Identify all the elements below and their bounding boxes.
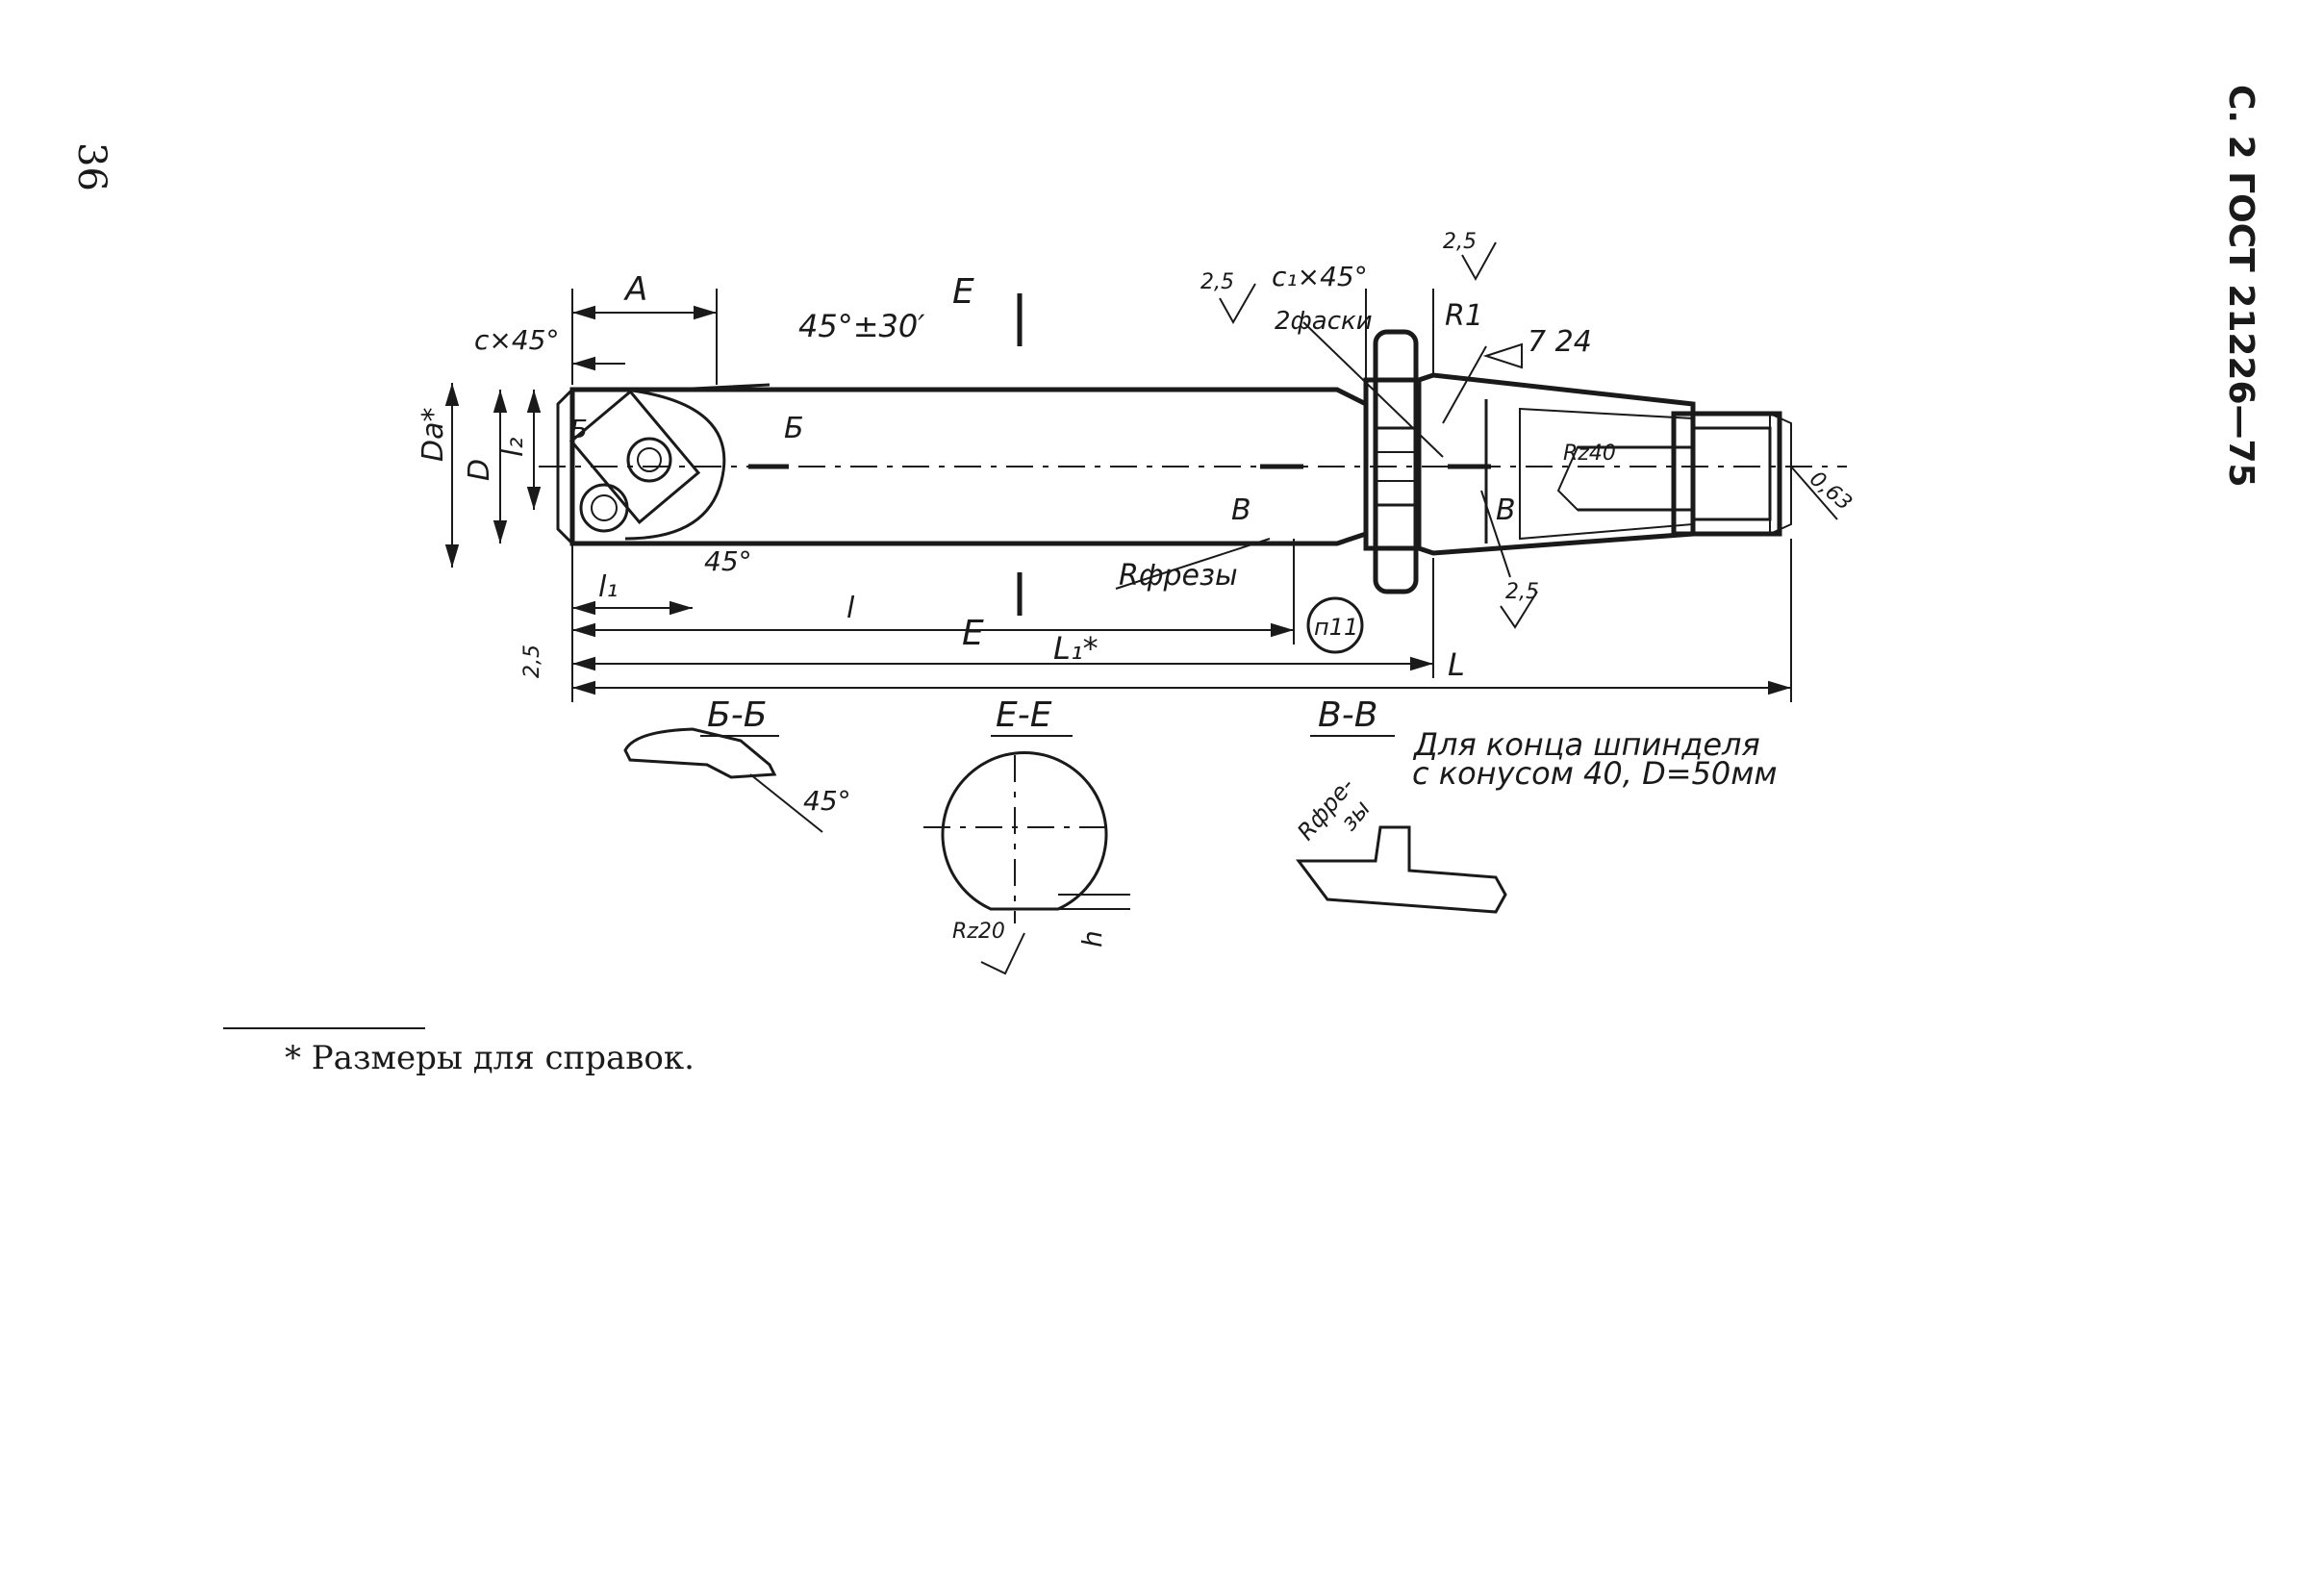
dim-angle-main: 45°±30′ — [798, 308, 925, 344]
section-ee-rz20: Rz20 — [952, 920, 1005, 944]
cut-label-v-right: В — [1496, 493, 1516, 527]
dim-rcutter: Rфрезы — [1119, 559, 1238, 593]
cut-label-v-left: В — [1231, 493, 1251, 527]
dim-Da: Da* — [417, 408, 450, 462]
section-bb-title: Б-Б — [707, 695, 767, 735]
footnote-divider — [223, 1027, 425, 1029]
section-ee-h: h — [1076, 930, 1108, 948]
dim-c1-45: c₁×45° — [1272, 261, 1368, 292]
roughness-4: 2,5 — [520, 644, 544, 678]
dim-rz40: Rz40 — [1563, 442, 1616, 466]
section-vv-title: В-В — [1318, 695, 1377, 735]
cut-label-e-top: Е — [952, 272, 974, 312]
dim-n11: п11 — [1314, 614, 1358, 641]
note-line-2: с конусом 40, D=50мм — [1412, 755, 1778, 792]
dimension-lines — [444, 289, 1838, 702]
dim-c45: c×45° — [474, 324, 559, 356]
spindle-note: Для конца шпинделя с конусом 40, D=50мм — [1412, 726, 1778, 792]
dim-l2: l₂ — [496, 438, 530, 457]
cut-label-b-left: Б — [570, 416, 588, 444]
dim-l1: l₁ — [598, 570, 618, 604]
dim-angle45: 45° — [704, 545, 752, 577]
dim-chamfers: 2фаски — [1275, 307, 1373, 336]
dim-taper: 7 24 — [1528, 325, 1592, 359]
section-bb: Б-Б 45° — [623, 695, 851, 833]
dim-L1: L₁* — [1053, 630, 1099, 667]
dim-L: L — [1448, 646, 1465, 683]
dim-R1: R1 — [1445, 299, 1483, 333]
dim-r063: 0,63 — [1805, 467, 1857, 516]
note-line-1: Для конца шпинделя — [1412, 726, 1760, 763]
dim-l: l — [846, 592, 855, 625]
roughness-3: 2,5 — [1505, 580, 1539, 604]
section-bb-angle: 45° — [803, 785, 851, 817]
dimension-labels: A c×45° 45°±30′ Da* D l₂ l₁ l L₁* L 45° … — [417, 230, 1857, 683]
roughness-1: 2,5 — [1200, 270, 1234, 294]
section-ee: Е-Е Rz20 h — [923, 695, 1130, 975]
cut-labels: Б Б Е Е В В — [570, 272, 1516, 653]
cut-label-b-right: Б — [784, 412, 804, 445]
footnote: * Размеры для справок. — [285, 1039, 695, 1077]
dim-A: A — [623, 270, 647, 309]
dim-D: D — [463, 459, 496, 481]
cut-label-e-bottom: Е — [962, 614, 984, 653]
roughness-2: 2,5 — [1443, 230, 1477, 254]
section-ee-title: Е-Е — [996, 695, 1052, 735]
